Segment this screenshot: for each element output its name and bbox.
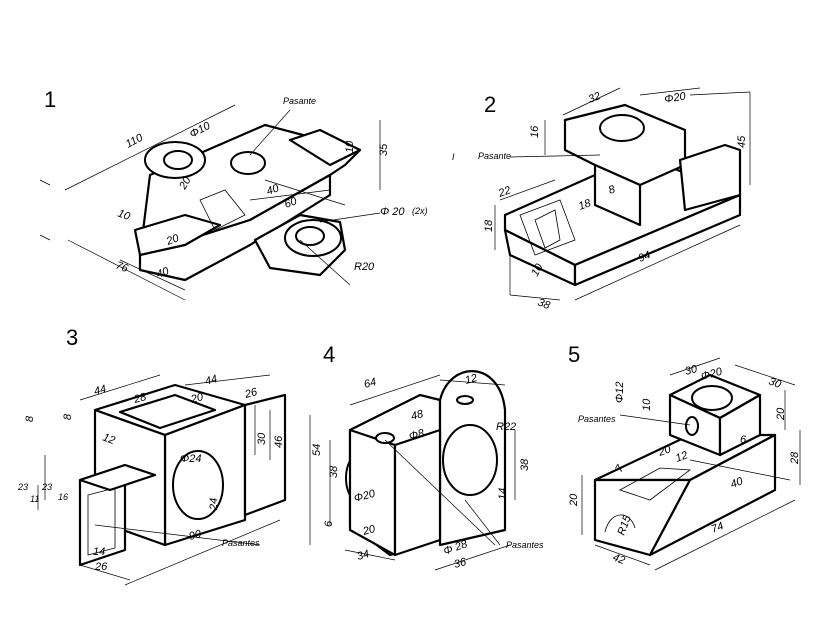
fig3-dim-24: 24 [208, 498, 220, 511]
fig4-dim-54: 54 [311, 444, 323, 456]
fig4-dim-38a: 38 [328, 465, 340, 478]
fig4-dim-20: 20 [361, 523, 378, 538]
fig3-dim-30: 30 [256, 432, 268, 445]
fig2-dim-22: 22 [496, 184, 513, 200]
figure-5: 5 30 Φ20 30 Φ12 10 20 6 28 20 12 [568, 342, 801, 571]
fig4-dim-36: 36 [453, 556, 469, 571]
fig4-dim-phi20: Φ20 [353, 488, 378, 505]
fig5-dim-phi12: Φ12 [614, 382, 626, 403]
fig3-dim-90: 90 [188, 528, 204, 543]
fig1-dim-60: 60 [283, 195, 299, 211]
fig4-dim-12: 12 [464, 372, 479, 387]
fig1-note-pasante: Pasante [283, 96, 316, 106]
fig5-dim-28: 28 [789, 451, 801, 465]
fig3-note-pasantes: Pasantes [222, 538, 260, 548]
fig2-dim-16: 16 [529, 125, 541, 138]
figure-2-part [503, 103, 742, 287]
fig5-dim-30b: 30 [767, 376, 783, 392]
fig4-dim-14: 14 [497, 488, 509, 500]
fig4-dim-phi8: Φ8 [408, 427, 427, 443]
figure-3-number: 3 [66, 325, 78, 350]
fig1-dim-phi20: Φ 20 [380, 206, 405, 218]
figure-5-part [593, 373, 777, 557]
fig3-dim-14: 14 [93, 546, 105, 558]
figure-5-number: 5 [568, 342, 580, 367]
fig2-dim-18a: 18 [483, 219, 495, 232]
fig3-dim-26a: 26 [243, 386, 260, 401]
fig3-dim-16: 16 [58, 492, 68, 502]
figure-1: 1 110 Φ10 20 10 35 [39, 87, 428, 301]
fig2-dim-8: 8 [607, 183, 618, 197]
fig2-stray-mark: I [452, 152, 455, 162]
fig3-dim-26b: 26 [94, 561, 108, 573]
fig4-note-pasantes: Pasantes [506, 540, 544, 550]
fig4-dim-34: 34 [356, 548, 371, 563]
fig5-dim-30a: 30 [684, 363, 700, 378]
fig1-dim-r20: R20 [354, 261, 375, 273]
fig4-dim-38b: 38 [519, 458, 531, 471]
fig2-dim-phi20: Φ20 [663, 90, 687, 106]
figure-2-number: 2 [484, 92, 496, 117]
fig2-note-pasante: Pasante [478, 151, 511, 161]
figure-3: 3 44 28 44 20 26 8 8 12 30 46 Φ24 [17, 325, 287, 586]
fig1-dim-76: 76 [114, 260, 130, 276]
figure-4-number: 4 [323, 342, 335, 367]
fig5-dim-20b: 20 [656, 443, 673, 459]
figure-4-part [345, 370, 507, 557]
figure-1-part [133, 123, 362, 282]
fig1-dim-35: 35 [378, 143, 390, 156]
fig2-dim-45: 45 [736, 135, 748, 148]
fig3-dim-23b: 23 [41, 482, 52, 492]
figure-3-part [78, 383, 287, 567]
fig1-dim-40a: 40 [265, 182, 281, 198]
fig2-dim-38: 38 [536, 297, 552, 313]
fig5-dim-74: 74 [710, 520, 726, 536]
fig5-dim-10: 10 [641, 398, 653, 411]
fig3-dim-28: 28 [132, 391, 149, 406]
fig5-dim-phi20: Φ20 [700, 366, 725, 383]
fig3-dim-46: 46 [273, 435, 285, 448]
fig3-dim-8a: 8 [24, 415, 36, 422]
fig3-dim-phi24: Φ24 [180, 453, 201, 465]
fig1-dim-40b: 40 [155, 265, 171, 281]
fig3-dim-12: 12 [101, 432, 117, 447]
figure-2: 2 32 Φ20 16 45 8 22 18 18 10 38 [452, 87, 751, 313]
fig5-note-pasantes: Pasantes [578, 414, 616, 424]
fig1-dim-2x: (2x) [412, 206, 428, 216]
fig3-dim-11: 11 [30, 494, 39, 504]
fig5-dim-42: 42 [611, 552, 627, 567]
fig3-dim-8b: 8 [62, 413, 74, 420]
fig4-dim-r22: R22 [496, 421, 516, 433]
fig5-dim-6: 6 [740, 434, 747, 446]
fig2-dim-18b: 18 [577, 197, 593, 213]
fig5-dim-40: 40 [729, 475, 745, 491]
fig4-dim-6: 6 [323, 520, 335, 527]
figure-4: 4 64 12 48 Φ8 R22 54 38 38 14 6 Φ20 20 [309, 342, 544, 571]
fig5-dim-20a: 20 [775, 407, 787, 421]
fig1-dim-phi10: Φ10 [188, 120, 213, 141]
fig3-dim-20: 20 [189, 391, 206, 406]
fig3-dim-44a: 44 [93, 383, 108, 398]
fig4-dim-64: 64 [363, 376, 378, 391]
fig1-dim-10b: 10 [116, 208, 132, 224]
fig1-dim-10a: 10 [344, 140, 356, 153]
fig4-dim-48: 48 [410, 408, 426, 423]
figure-1-number: 1 [44, 87, 56, 112]
fig1-dim-20b: 20 [164, 232, 181, 248]
fig3-dim-44b: 44 [204, 373, 219, 388]
fig2-dim-32: 32 [587, 90, 603, 106]
fig5-dim-20c: 20 [568, 493, 580, 507]
fig1-dim-110: 110 [124, 131, 146, 150]
fig5-dim-12: 12 [674, 449, 690, 464]
fig2-dim-94: 94 [637, 249, 653, 265]
fig3-dim-23a: 23 [17, 482, 28, 492]
